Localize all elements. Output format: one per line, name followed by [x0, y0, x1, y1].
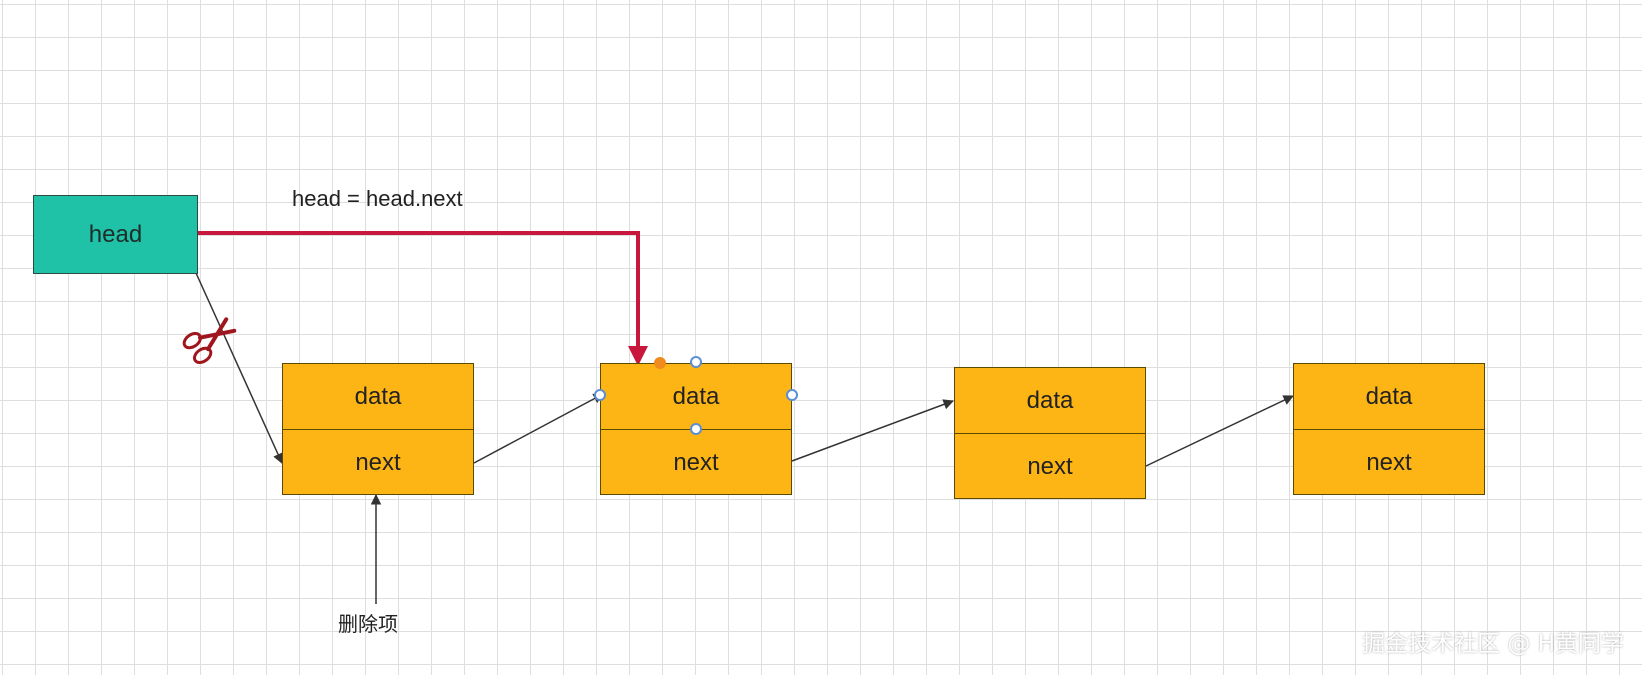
node1-to-node2-arrow [473, 393, 604, 464]
node-data-cell: data [283, 364, 473, 430]
node-data-cell: data [601, 364, 791, 430]
watermark: 掘金技术社区 @ H黄同学 [1362, 631, 1624, 657]
connection-handle[interactable] [690, 423, 702, 435]
node-next-cell: next [355, 449, 401, 476]
head-to-node1-arrow [195, 272, 283, 464]
list-node-2[interactable]: data next [600, 363, 792, 495]
node2-to-node3-arrow [791, 399, 954, 462]
connection-handle-active[interactable] [654, 357, 666, 369]
delete-item-label: 删除项 [338, 612, 398, 636]
connection-handle[interactable] [786, 389, 798, 401]
list-node-3[interactable]: data next [954, 367, 1146, 499]
scissors-handle [192, 346, 213, 364]
node-data-cell: data [955, 368, 1145, 434]
head-label: head [88, 221, 143, 248]
list-node-4[interactable]: data next [1293, 363, 1485, 495]
node3-to-node4-arrow [1145, 395, 1294, 467]
scissors-icon [182, 317, 237, 364]
node-next-cell: next [1027, 453, 1073, 480]
connection-handle[interactable] [594, 389, 606, 401]
scissors-handle [182, 331, 202, 350]
node-next-cell: next [673, 449, 719, 476]
node-data-cell: data [1294, 364, 1484, 430]
head-to-node2-arrow [198, 231, 648, 366]
node-next-cell: next [1366, 449, 1412, 476]
list-node-1[interactable]: data next [282, 363, 474, 495]
connection-handle[interactable] [690, 356, 702, 368]
scissors-blade [206, 317, 229, 352]
head-node[interactable]: head [33, 195, 198, 274]
assignment-annotation: head = head.next [292, 186, 463, 211]
